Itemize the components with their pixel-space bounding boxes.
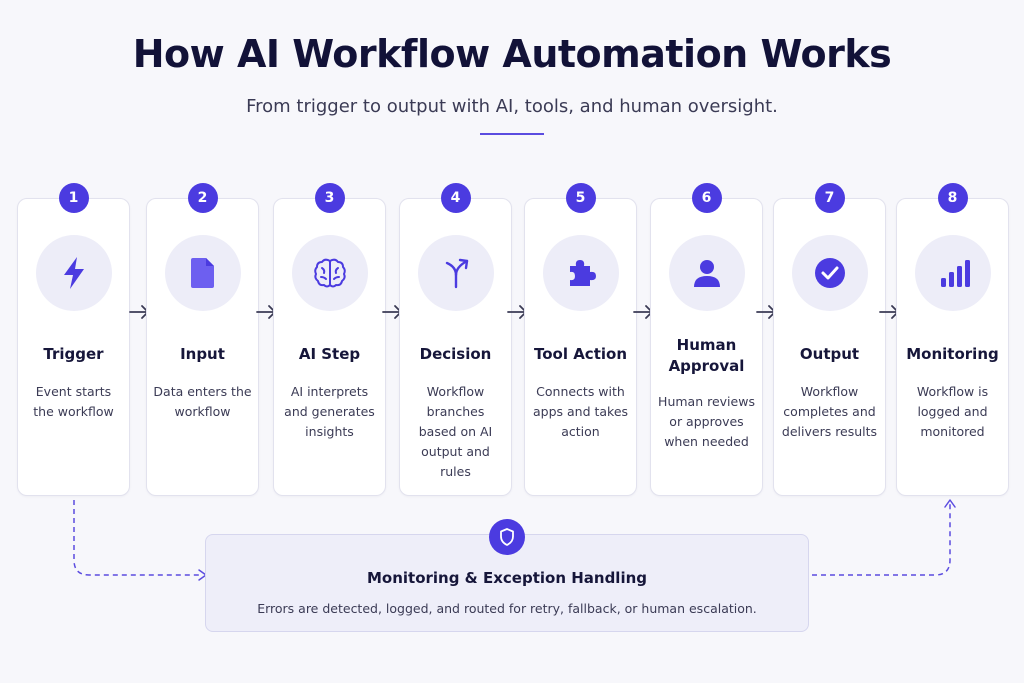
step-number-badge: 3 (314, 183, 345, 213)
lightning-icon (63, 257, 84, 289)
step-title: Monitoring (906, 345, 999, 363)
step-description: Data enters the workflow (153, 384, 252, 419)
document-icon (190, 258, 214, 288)
person-icon (693, 260, 720, 287)
step-title: Tool Action (533, 345, 627, 363)
step-title: Decision (419, 345, 492, 363)
branch-arrow-icon (445, 258, 468, 289)
branch-arrow-icon-container (417, 235, 494, 311)
brain-icon-container (291, 235, 368, 311)
step-number-badge: 7 (814, 183, 845, 213)
step-title: Trigger (43, 345, 104, 363)
checkmark-icon-container (791, 235, 868, 311)
step-description: Workflow completes and delivers results (781, 384, 878, 439)
puzzle-icon (569, 260, 596, 286)
step-number-badge: 6 (691, 183, 722, 213)
bar-chart-icon-container (914, 235, 991, 311)
step-title: Input (180, 345, 225, 363)
person-icon-container (668, 235, 745, 311)
page-title: How AI Workflow Automation Works (132, 32, 892, 76)
step-card-human-approval: 6 Human Approval Human reviews or approv… (650, 183, 763, 496)
step-description: Workflow branches based on AI output and… (418, 384, 493, 479)
title-underline (480, 133, 544, 135)
step-card-trigger: 1 Trigger Event starts the workflow (17, 183, 130, 496)
step-card-input: 2 Input Data enters the workflow (146, 183, 259, 496)
exception-description: Errors are detected, logged, and routed … (257, 601, 757, 616)
step-description: Event starts the workflow (33, 384, 114, 419)
step-description: Connects with apps and takes action (532, 384, 629, 439)
step-card-output: 7 Output Workflow completes and delivers… (773, 183, 886, 496)
brain-icon (313, 258, 346, 288)
step-card-ai-step: 3 AI Step AI interprets and generates in… (273, 183, 386, 496)
step-number-badge: 5 (565, 183, 596, 213)
bar-chart-icon (940, 260, 970, 287)
step-number-badge: 4 (440, 183, 471, 213)
step-card-monitoring: 8 Monitoring Workflow is logged and moni… (896, 183, 1009, 496)
exception-handling-panel: Monitoring & Exception Handling Errors a… (205, 519, 809, 632)
step-title: Output (799, 345, 860, 363)
step-number-badge: 1 (58, 183, 89, 213)
puzzle-icon-container (542, 235, 619, 311)
checkmark-icon (814, 258, 845, 288)
page-subtitle: From trigger to output with AI, tools, a… (246, 96, 778, 117)
step-number-badge: 8 (937, 183, 968, 213)
exception-title: Monitoring & Exception Handling (366, 569, 648, 587)
step-title: AI Step (298, 345, 361, 363)
step-card-decision: 4 Decision Workflow branches based on AI… (399, 183, 512, 496)
step-description: Human reviews or approves when needed (658, 394, 755, 449)
step-number-badge: 2 (187, 183, 218, 213)
shield-icon (500, 528, 514, 546)
document-icon-container (164, 235, 241, 311)
step-description: AI interprets and generates insights (284, 384, 375, 439)
step-description: Workflow is logged and monitored (916, 384, 989, 439)
shield-icon-container (489, 519, 525, 555)
step-card-tool-action: 5 Tool Action Connects with apps and tak… (524, 183, 637, 496)
lightning-icon-container (35, 235, 112, 311)
step-title: Human Approval (668, 336, 745, 375)
